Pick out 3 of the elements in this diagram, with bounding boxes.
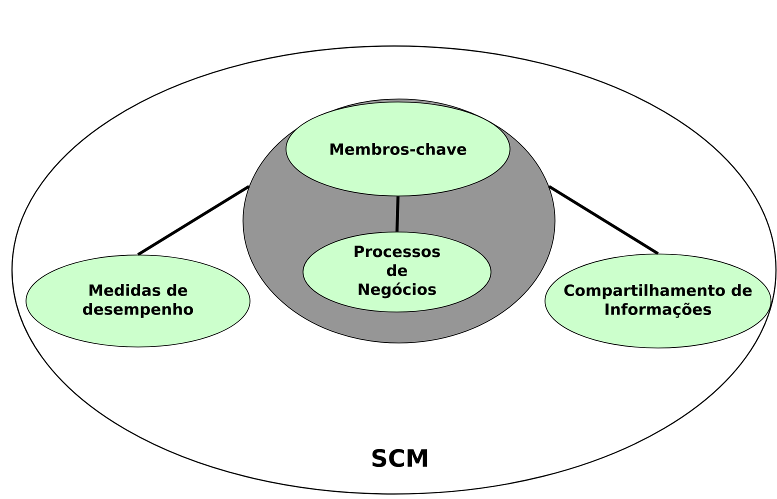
connector-line xyxy=(396,196,400,232)
connector-line xyxy=(137,185,250,256)
connector-line xyxy=(548,185,659,255)
